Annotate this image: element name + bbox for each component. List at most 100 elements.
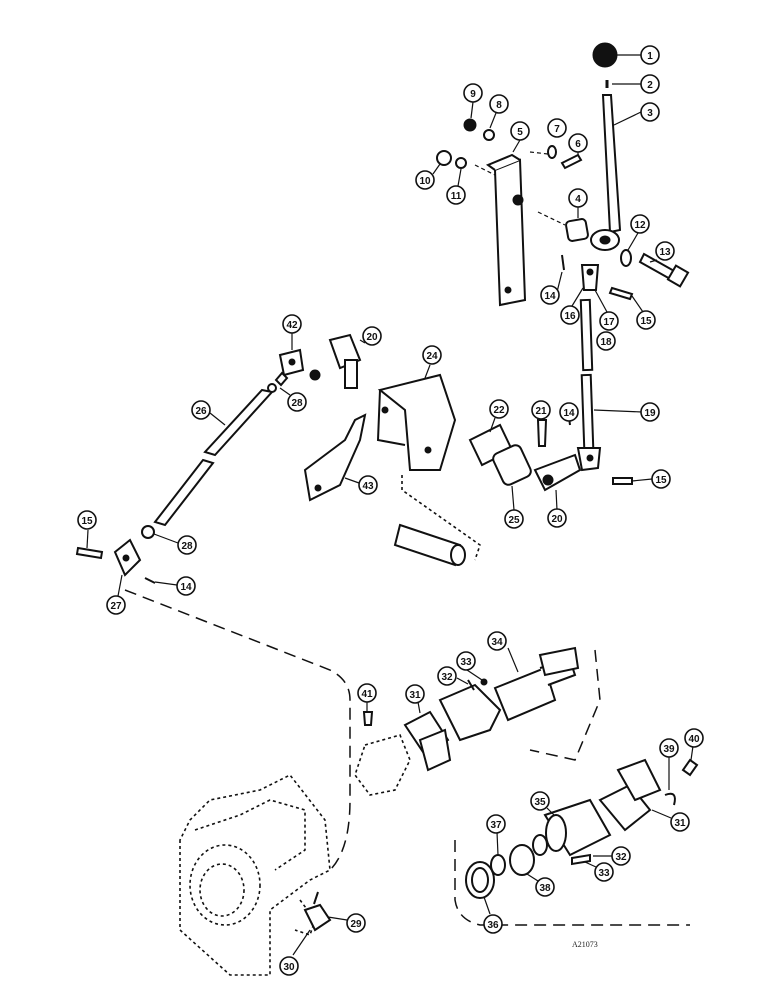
callout-40: 40	[684, 728, 704, 761]
support-bracket	[377, 373, 457, 471]
svg-text:32: 32	[441, 672, 453, 683]
callout-31b: 31	[651, 809, 690, 832]
callout-12: 12	[627, 214, 650, 251]
connecting-rod	[203, 388, 274, 457]
svg-text:7: 7	[554, 124, 560, 135]
svg-text:1: 1	[647, 51, 653, 62]
callout-29: 29	[327, 913, 366, 933]
svg-text:31: 31	[674, 818, 686, 829]
callout-33b: 33	[584, 861, 614, 882]
callout-2: 2	[612, 74, 660, 94]
svg-text:5: 5	[517, 127, 523, 138]
callout-27: 27	[106, 574, 126, 615]
svg-text:27: 27	[110, 601, 122, 612]
pto-drive-assembly	[179, 646, 699, 976]
svg-text:16: 16	[564, 311, 576, 322]
callout-16: 16	[560, 287, 584, 325]
pto-shaft	[493, 666, 557, 722]
svg-text:42: 42	[286, 320, 298, 331]
svg-text:10: 10	[419, 176, 431, 187]
callout-32a: 32	[437, 666, 469, 686]
svg-text:34: 34	[491, 637, 503, 648]
callout-11: 11	[446, 168, 466, 205]
svg-text:37: 37	[490, 820, 502, 831]
svg-text:33: 33	[460, 657, 472, 668]
svg-text:14: 14	[563, 408, 575, 419]
callout-32b: 32	[593, 846, 631, 866]
callout-5: 5	[510, 121, 530, 153]
callout-31a: 31	[405, 684, 425, 714]
callout-20a: 20	[359, 326, 382, 346]
svg-text:25: 25	[508, 515, 520, 526]
svg-text:30: 30	[283, 962, 295, 973]
svg-text:28: 28	[291, 398, 303, 409]
callout-15a: 15	[631, 295, 656, 330]
routing-line-right	[454, 840, 690, 926]
svg-text:20: 20	[366, 332, 378, 343]
callout-4: 4	[568, 188, 588, 218]
callout-28a: 28	[279, 387, 307, 412]
callout-15b: 15	[631, 469, 671, 489]
svg-text:6: 6	[575, 139, 581, 150]
callout-7: 7	[547, 118, 567, 138]
callout-21: 21	[531, 400, 551, 420]
lever-knob	[592, 42, 618, 68]
svg-text:12: 12	[634, 220, 646, 231]
lever-bracket	[493, 158, 527, 307]
svg-text:4: 4	[575, 194, 581, 205]
svg-text:39: 39	[663, 744, 675, 755]
svg-text:43: 43	[362, 481, 374, 492]
svg-text:11: 11	[451, 191, 462, 202]
callout-9: 9	[463, 83, 483, 119]
callout-24: 24	[422, 345, 442, 379]
svg-text:22: 22	[493, 405, 505, 416]
svg-text:36: 36	[487, 920, 499, 931]
callout-34: 34	[487, 631, 519, 673]
callout-38: 38	[526, 873, 555, 897]
callout-30: 30	[279, 929, 311, 976]
svg-text:17: 17	[603, 317, 615, 328]
callout-3: 3	[613, 102, 660, 126]
svg-text:2: 2	[647, 80, 653, 91]
svg-text:13: 13	[659, 247, 671, 258]
shift-lever-assembly	[436, 42, 690, 485]
svg-text:41: 41	[361, 689, 373, 700]
callout-17: 17	[594, 289, 619, 331]
callout-15c: 15	[77, 510, 97, 549]
callout-19: 19	[593, 402, 660, 422]
svg-text:29: 29	[350, 919, 362, 930]
svg-text:3: 3	[647, 108, 653, 119]
svg-text:9: 9	[470, 89, 476, 100]
callout-14a: 14	[540, 271, 563, 305]
callout-36: 36	[483, 896, 503, 934]
callout-41: 41	[357, 683, 377, 711]
callout-6: 6	[568, 133, 588, 156]
callout-13: 13	[649, 241, 675, 263]
svg-text:18: 18	[600, 337, 612, 348]
svg-text:35: 35	[534, 797, 546, 808]
callout-39: 39	[659, 738, 679, 790]
svg-text:40: 40	[688, 734, 700, 745]
cross-linkage	[75, 333, 582, 584]
svg-text:31: 31	[409, 690, 421, 701]
callout-37: 37	[486, 814, 506, 856]
svg-text:20: 20	[551, 514, 563, 525]
callout-35: 35	[530, 791, 556, 817]
routing-line-left	[124, 589, 351, 871]
callout-43: 43	[344, 475, 378, 495]
shift-lever	[601, 94, 622, 234]
svg-text:19: 19	[644, 408, 656, 419]
svg-text:32: 32	[615, 852, 627, 863]
drawing-reference: A21073	[572, 940, 598, 949]
callout-labels: 1 2 3 4 5 6 7 8 9 10 11 12 13 14 14 14 1…	[77, 45, 704, 976]
callout-8: 8	[489, 94, 509, 129]
callout-20b: 20	[547, 489, 567, 528]
svg-text:38: 38	[539, 883, 551, 894]
svg-text:21: 21	[535, 406, 547, 417]
callout-10: 10	[415, 163, 441, 190]
svg-text:26: 26	[195, 406, 207, 417]
svg-text:28: 28	[181, 541, 193, 552]
callout-33a: 33	[456, 651, 483, 681]
svg-text:8: 8	[496, 100, 502, 111]
